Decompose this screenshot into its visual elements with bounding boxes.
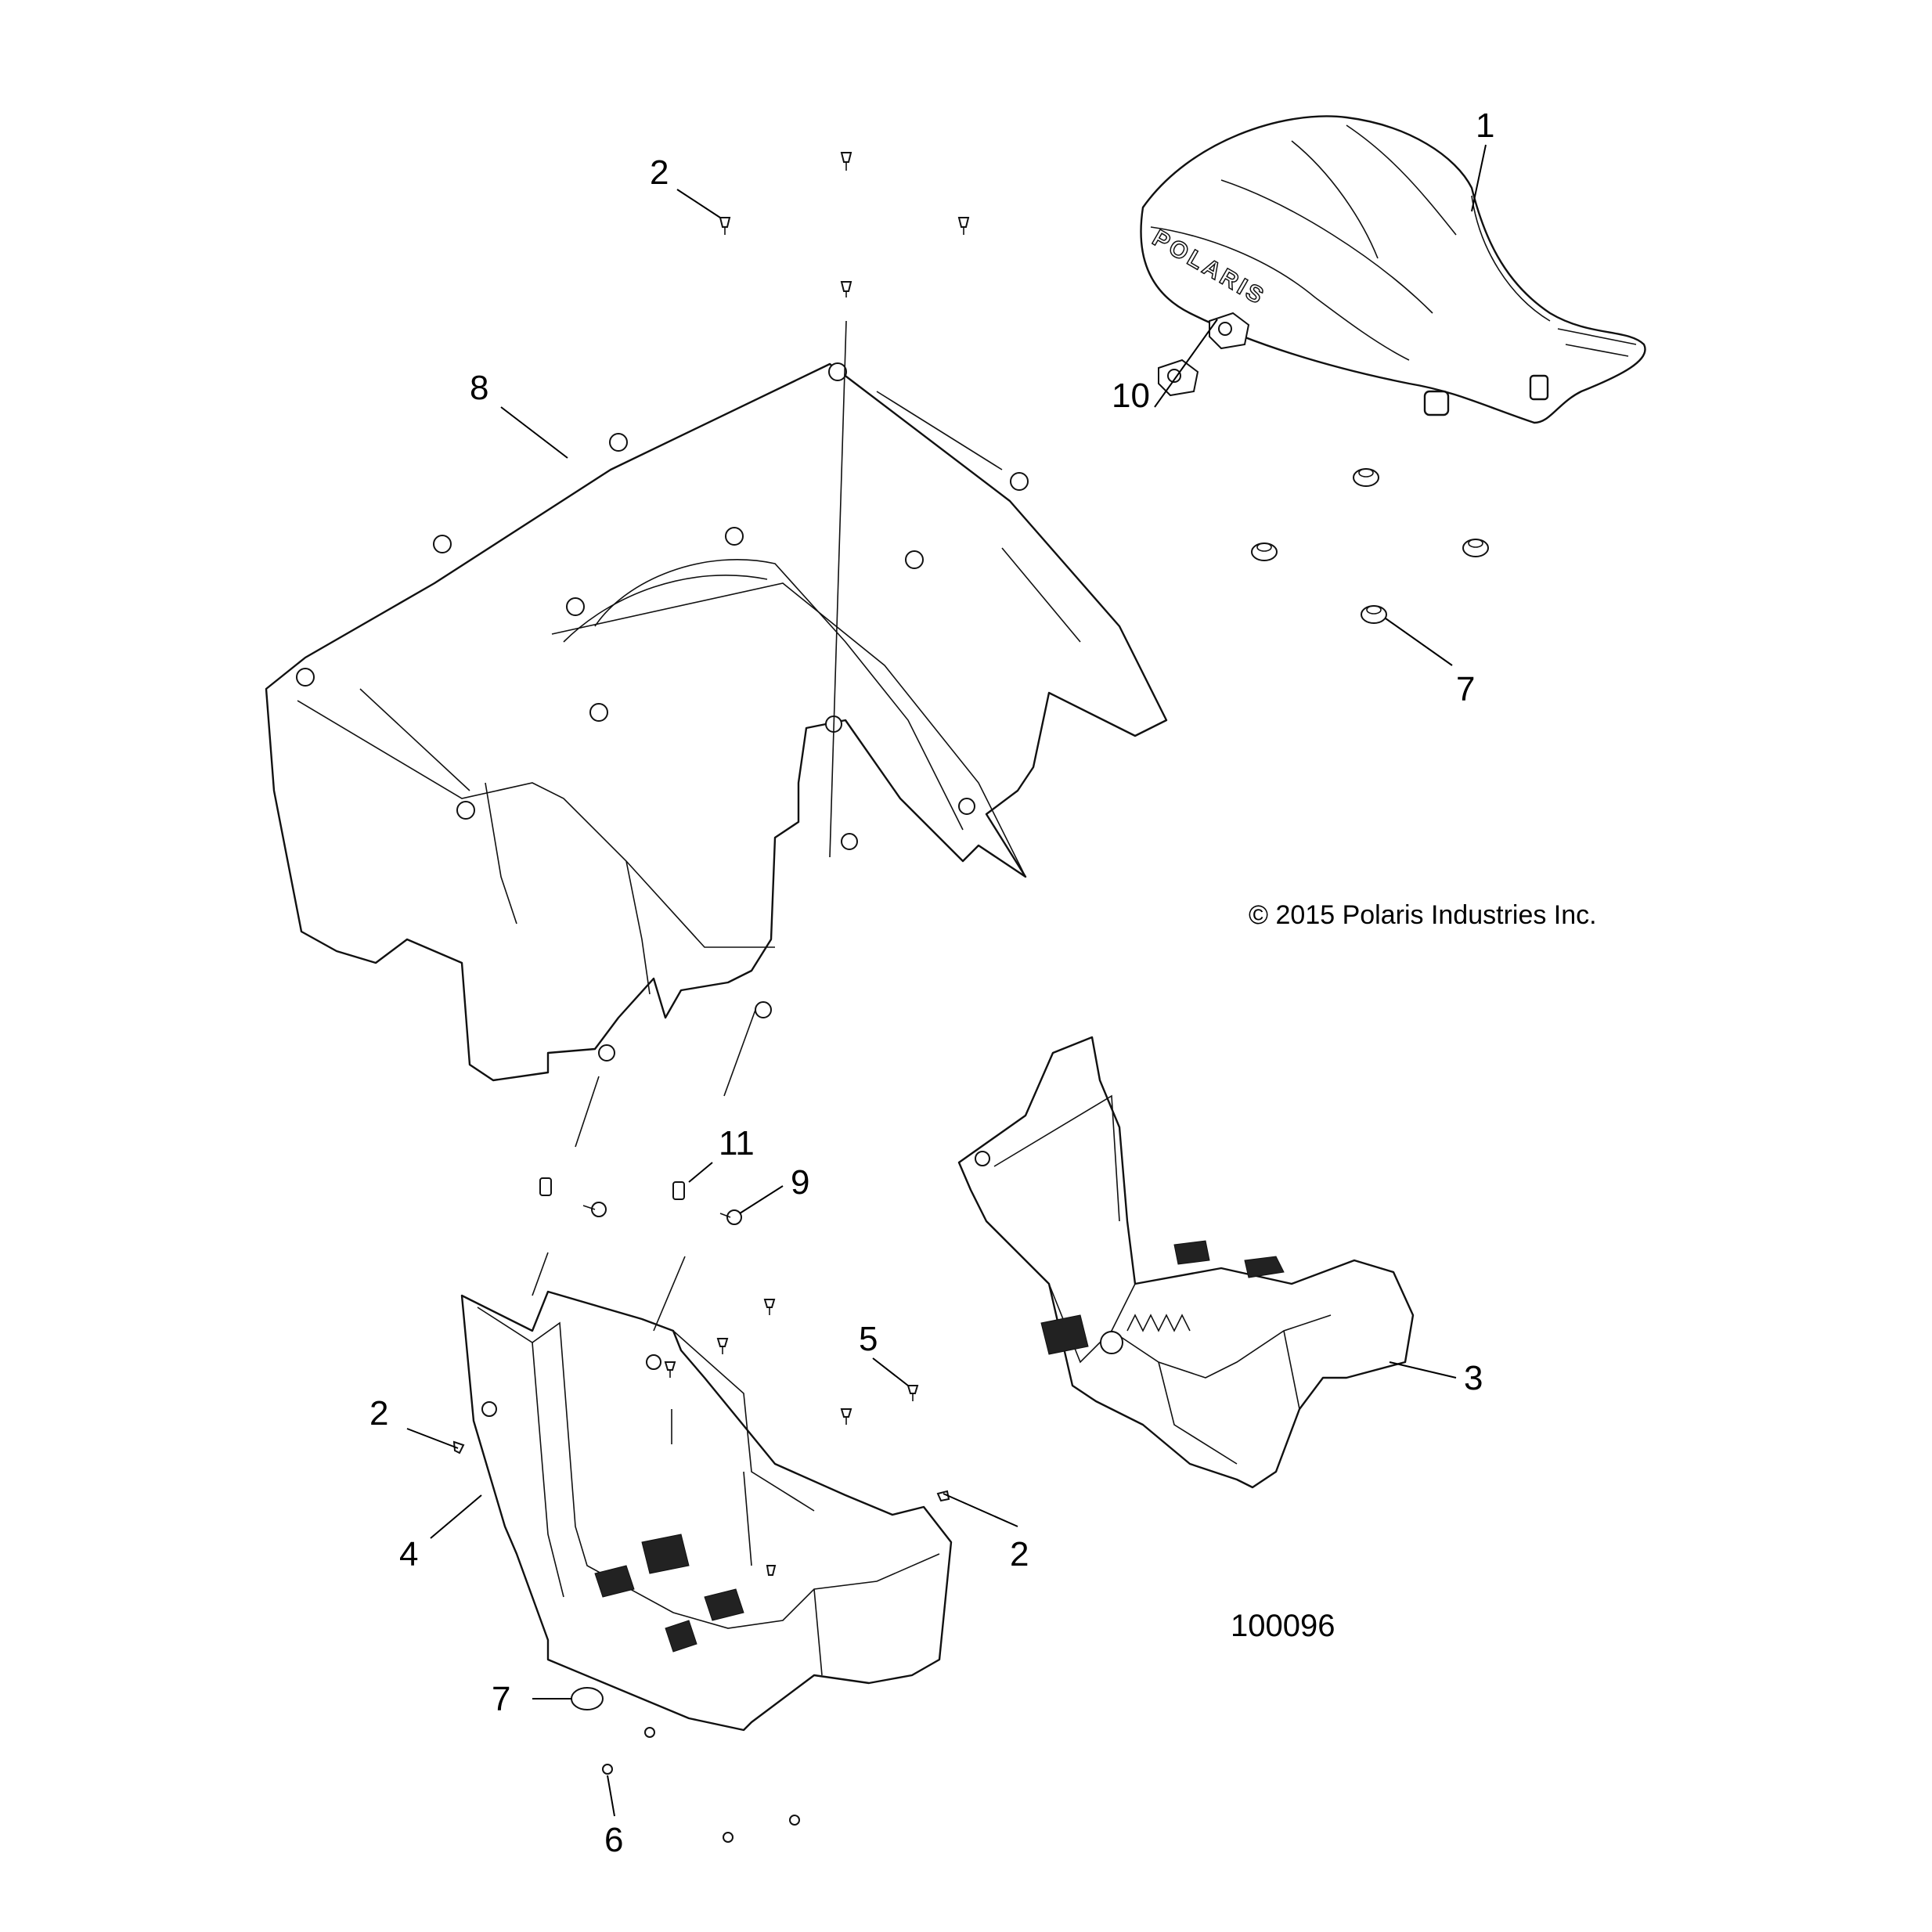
callout-2-lower-left: 2 bbox=[369, 1394, 388, 1433]
figure-number: 100096 bbox=[1231, 1609, 1335, 1643]
callout-10: 10 bbox=[1112, 377, 1150, 415]
grommets-part bbox=[1251, 468, 1489, 624]
callouts: 1 2 8 10 7 11 9 5 3 2 4 2 7 6 bbox=[369, 106, 1494, 1859]
leader-lines bbox=[406, 144, 1487, 1817]
right-footwell-part bbox=[957, 1036, 1415, 1489]
screws-part bbox=[719, 152, 970, 858]
seat-part: POLARIS bbox=[1140, 115, 1646, 424]
callout-8: 8 bbox=[470, 369, 488, 407]
callout-1: 1 bbox=[1476, 106, 1494, 145]
callout-3: 3 bbox=[1464, 1359, 1483, 1397]
callout-2-lower-right: 2 bbox=[1010, 1535, 1029, 1573]
callout-4: 4 bbox=[399, 1535, 418, 1573]
callout-2: 2 bbox=[650, 153, 669, 192]
seat-latch-part bbox=[1158, 312, 1250, 397]
callout-7: 7 bbox=[1456, 670, 1475, 708]
callout-7-lower: 7 bbox=[492, 1680, 510, 1718]
callout-11: 11 bbox=[719, 1124, 755, 1162]
copyright-notice: © 2015 Polaris Industries Inc. bbox=[1249, 900, 1597, 930]
rear-fender-part bbox=[265, 362, 1168, 1082]
callout-9: 9 bbox=[791, 1163, 809, 1202]
callout-5: 5 bbox=[859, 1320, 878, 1358]
callout-6: 6 bbox=[604, 1821, 623, 1859]
left-footwell-part bbox=[460, 1290, 953, 1732]
